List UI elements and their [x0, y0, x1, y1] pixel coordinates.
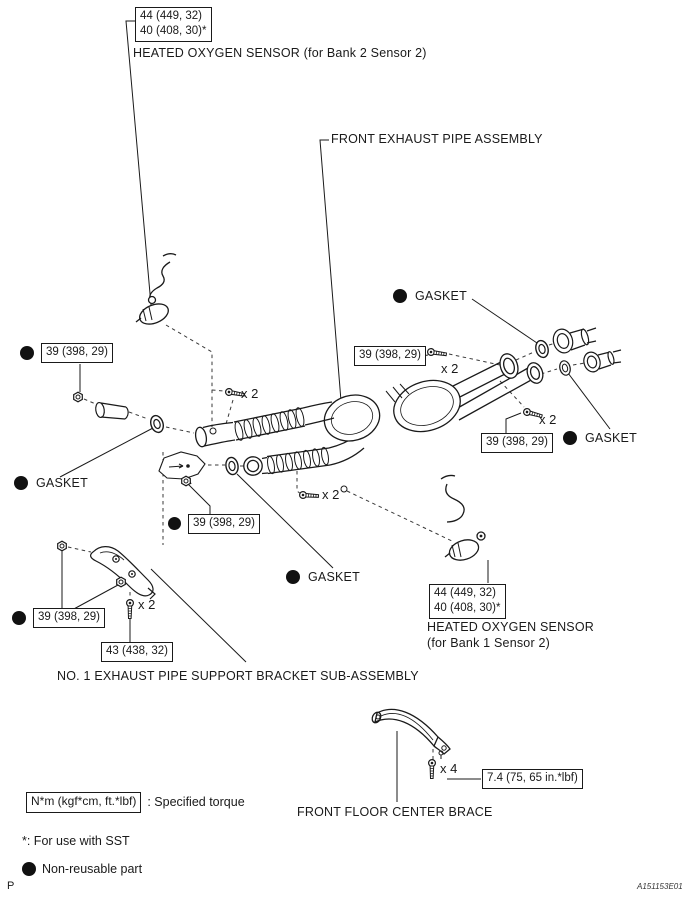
torque-value: 44 (449, 32)	[434, 587, 497, 599]
nut-icon	[116, 576, 126, 588]
leader-lines	[59, 20, 611, 802]
legend-specified-torque: N*m (kgf*cm, ft.*lbf) : Specified torque	[26, 792, 245, 813]
gasket-ring-icon	[223, 455, 241, 477]
torque-spec-box-b2-sensor: 44 (449, 32) 40 (408, 30)*	[135, 7, 212, 42]
non-reusable-dot-icon	[286, 570, 300, 584]
gasket-ring-icon	[557, 359, 573, 377]
quantity-label: x 4	[440, 761, 458, 776]
label-front-floor-center-brace: FRONT FLOOR CENTER BRACE	[297, 805, 493, 819]
label-heated-oxygen-sensor-b2: HEATED OXYGEN SENSOR (for Bank 2 Sensor …	[133, 46, 427, 60]
torque-spec-box-39: 39 (398, 29)	[41, 343, 114, 363]
non-reusable-dot-icon	[563, 431, 577, 445]
torque-spec-box-39: 39 (398, 29)	[33, 608, 106, 628]
torque-spec-box-74: 7.4 (75, 65 in.*lbf)	[482, 769, 583, 789]
legend-torque-desc: : Specified torque	[147, 795, 245, 810]
legend-non-reusable: Non-reusable part	[22, 862, 142, 876]
bolt-icon	[428, 758, 436, 780]
non-reusable-dot-icon	[393, 289, 407, 303]
label-front-exhaust-pipe-assembly: FRONT EXHAUST PIPE ASSEMBLY	[331, 132, 543, 146]
legend-sst-note: *: For use with SST	[22, 834, 130, 848]
gasket-label: GASKET	[308, 570, 360, 584]
non-reusable-dot-icon	[20, 345, 34, 360]
quantity-label: x 2	[322, 487, 340, 502]
torque-spec-box-39: 39 (398, 29)	[481, 433, 554, 453]
gasket-label: GASKET	[415, 289, 467, 303]
torque-callout-middle: 39 (398, 29)	[168, 514, 261, 534]
torque-callout-bottom-left: 39 (398, 29)	[12, 608, 106, 628]
label-heated-oxygen-sensor-b1: HEATED OXYGEN SENSOR	[427, 620, 594, 634]
quantity-label: x 2	[441, 361, 459, 376]
non-reusable-dot-icon	[12, 610, 26, 625]
gasket-label: GASKET	[36, 476, 88, 490]
non-reusable-dot-icon	[22, 862, 36, 876]
torque-value: 44 (449, 32)	[140, 10, 203, 22]
torque-spec-box-43: 43 (438, 32)	[101, 642, 174, 662]
gasket-label: GASKET	[585, 431, 637, 445]
figure-code: A151153E01	[637, 882, 683, 891]
page-marker: P	[7, 880, 15, 892]
torque-callout-left: 39 (398, 29)	[20, 343, 114, 363]
front-pipe-stub-drawing	[95, 401, 129, 420]
assembly-dashed-lines	[67, 324, 586, 763]
non-reusable-dot-icon	[168, 517, 181, 531]
quantity-label: x 2	[539, 412, 557, 427]
non-reusable-dot-icon	[14, 476, 28, 490]
bolt-icon	[426, 347, 448, 359]
gasket-callout-right: GASKET	[563, 431, 637, 445]
gasket-ring-icon	[147, 413, 167, 435]
bolt-icon	[298, 490, 320, 500]
floor-brace-drawing	[371, 708, 451, 759]
torque-value: 40 (408, 30)*	[434, 601, 501, 614]
front-exhaust-pipe-assembly-drawing	[194, 353, 544, 493]
label-no1-support-bracket: NO. 1 EXHAUST PIPE SUPPORT BRACKET SUB-A…	[57, 669, 419, 683]
torque-spec-box-b1-sensor: 44 (449, 32) 40 (408, 30)*	[429, 584, 506, 619]
torque-spec-box-39: 39 (398, 29)	[354, 346, 427, 366]
quantity-label: x 2	[138, 597, 156, 612]
gasket-callout-middle: GASKET	[286, 570, 360, 584]
gasket-callout-top-right: GASKET	[393, 289, 467, 303]
torque-spec-box-39: 39 (398, 29)	[188, 514, 261, 534]
label-heated-oxygen-sensor-b1-sub: (for Bank 1 Sensor 2)	[427, 636, 551, 650]
support-bracket-drawing	[90, 546, 156, 600]
gasket-callout-left: GASKET	[14, 476, 88, 490]
rear-pipe-stubs-drawing	[552, 327, 622, 373]
oxygen-sensor-b2-drawing	[135, 253, 177, 325]
oxygen-sensor-b1-drawing	[440, 474, 486, 561]
legend-torque-box: N*m (kgf*cm, ft.*lbf)	[26, 792, 142, 813]
nut-icon	[181, 475, 191, 487]
bolt-icon	[125, 598, 134, 620]
nut-icon	[73, 391, 83, 403]
legend-non-reusable-text: Non-reusable part	[42, 862, 143, 876]
nut-icon	[57, 540, 67, 552]
quantity-label: x 2	[241, 386, 259, 401]
torque-value: 40 (408, 30)*	[140, 24, 207, 37]
